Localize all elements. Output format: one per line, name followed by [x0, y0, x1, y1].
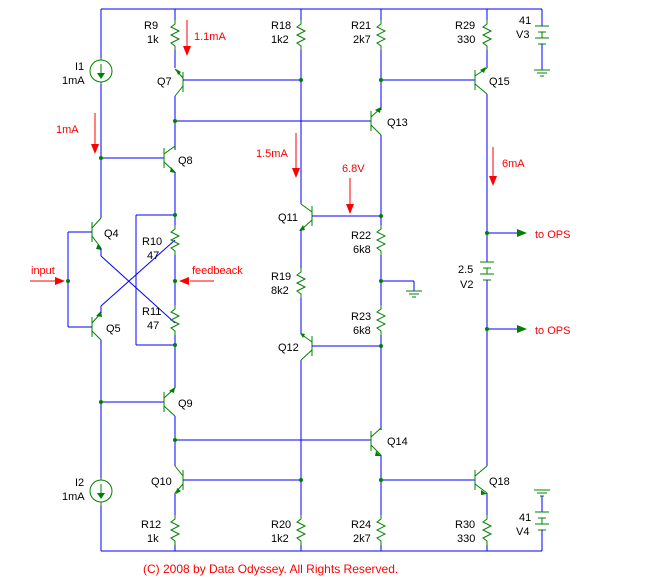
label-i2-value: 1mA [62, 491, 85, 503]
annotation-i1-current: 1mA [56, 124, 79, 136]
feedback-resistors [135, 213, 181, 388]
annotation-q11-current: 1.5mA [256, 148, 288, 160]
label-r10-name: R10 [142, 236, 162, 248]
label-q14: Q14 [387, 436, 408, 448]
transistor-q14 [370, 427, 475, 551]
r21-column [375, 9, 475, 110]
transistor-q12 [295, 333, 381, 551]
label-r12-name: R12 [141, 519, 161, 531]
label-r10-value: 47 [147, 250, 159, 262]
label-q18: Q18 [489, 476, 510, 488]
label-q11: Q11 [278, 212, 298, 224]
annotation-to-ops-top: to OPS [535, 229, 570, 241]
transistor-q9 [163, 387, 371, 466]
annotation-bias-voltage: 6.8V [342, 163, 365, 175]
label-q9: Q9 [178, 398, 193, 410]
battery-v2 [480, 261, 527, 466]
transistor-q18 [474, 465, 493, 551]
label-r22-value: 6k8 [353, 244, 371, 256]
label-q13: Q13 [387, 117, 408, 129]
annotation-to-ops-bottom: to OPS [535, 325, 570, 337]
label-r18-value: 1k2 [271, 34, 289, 46]
label-r21-name: R21 [351, 20, 371, 32]
label-r11-value: 47 [147, 320, 159, 332]
label-r11-name: R11 [142, 306, 161, 318]
transistor-q11 [295, 203, 381, 334]
label-r30-name: R30 [455, 519, 475, 531]
label-q5: Q5 [106, 323, 121, 335]
label-r29-value: 330 [457, 34, 475, 46]
transistor-q5 [91, 239, 176, 341]
annotation-feedback: feedbeack [192, 265, 243, 277]
label-r12-value: 1k [147, 533, 159, 545]
left-column-wiring [100, 9, 164, 551]
copyright-footer: (C) 2008 by Data Odyssey. All Rights Res… [143, 562, 398, 576]
annotation-output-current: 6mA [502, 158, 525, 170]
battery-v3 [534, 9, 550, 77]
label-r24-value: 2k7 [353, 533, 371, 545]
current-source-i1 [89, 58, 113, 84]
label-i2-name: I2 [75, 477, 84, 489]
transistor-q10 [169, 465, 301, 551]
current-source-i2 [89, 478, 113, 506]
label-r20-name: R20 [271, 519, 291, 531]
transistor-q7 [173, 68, 371, 150]
r18-column [295, 9, 307, 204]
label-v3-value: 41 [519, 15, 531, 27]
label-q4: Q4 [104, 228, 119, 240]
transistor-q8 [163, 145, 176, 225]
label-r30-value: 330 [457, 533, 475, 545]
label-q12: Q12 [278, 342, 299, 354]
label-i1-value: 1mA [62, 75, 85, 87]
annotation-arrows [30, 20, 497, 285]
label-r9-name: R9 [144, 20, 158, 32]
label-i1-name: I1 [75, 61, 84, 73]
transistor-q13 [370, 107, 422, 430]
label-r29-name: R29 [455, 20, 475, 32]
battery-v4 [534, 489, 550, 551]
transistor-q15 [474, 67, 527, 262]
label-q15: Q15 [489, 76, 510, 88]
label-q8: Q8 [178, 155, 193, 167]
label-r22-name: R22 [351, 230, 371, 242]
label-q7: Q7 [157, 76, 172, 88]
label-r19-value: 8k2 [271, 285, 289, 297]
label-v4-name: V4 [516, 526, 529, 538]
label-v4-value: 41 [519, 512, 531, 524]
label-r23-value: 6k8 [353, 325, 371, 337]
input-node-wiring [66, 231, 92, 328]
label-r9-value: 1k [147, 34, 159, 46]
junction-dot [99, 156, 103, 160]
label-v2-name: V2 [460, 279, 473, 291]
junction-dot [99, 400, 103, 404]
r9-column [169, 9, 181, 68]
label-v3-name: V3 [516, 29, 529, 41]
annotation-q7-current: 1.1mA [194, 31, 226, 43]
label-q10: Q10 [151, 476, 172, 488]
label-r24-name: R24 [351, 519, 371, 531]
label-r19-name: R19 [271, 271, 291, 283]
label-r20-value: 1k2 [271, 533, 289, 545]
r29-column [481, 9, 493, 68]
label-v2-value: 2.5 [458, 264, 473, 276]
label-r18-name: R18 [271, 20, 291, 32]
transistor-q4 [91, 215, 176, 324]
annotation-input: input [31, 265, 55, 277]
label-r23-name: R23 [351, 311, 371, 323]
label-r21-value: 2k7 [353, 34, 371, 46]
